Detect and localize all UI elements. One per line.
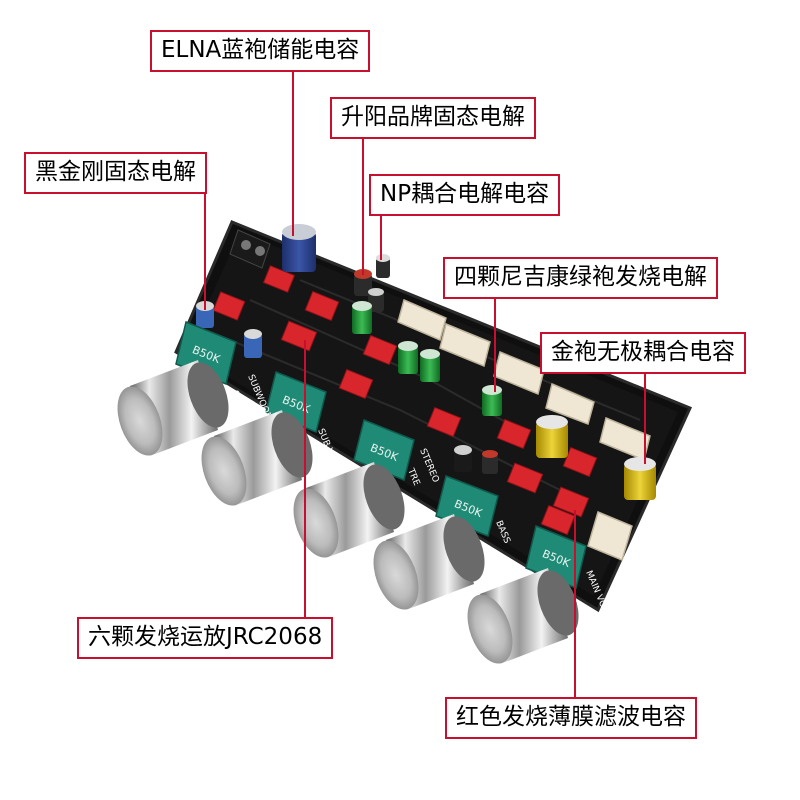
gold-capacitors bbox=[536, 415, 656, 500]
callout-nichicon: 四颗尼吉康绿袍发烧电解 bbox=[443, 257, 718, 299]
callout-opamp: 六颗发烧运放JRC2068 bbox=[77, 617, 334, 659]
solid-capacitors bbox=[196, 254, 498, 474]
knob-2 bbox=[201, 410, 313, 506]
leader-elna bbox=[292, 68, 294, 236]
knob-3 bbox=[293, 462, 405, 558]
callout-heijingang: 黑金刚固态电解 bbox=[24, 152, 207, 194]
leader-np bbox=[380, 212, 382, 260]
knob-4 bbox=[373, 514, 485, 610]
connectors bbox=[397, 298, 651, 562]
power-terminal bbox=[229, 229, 271, 269]
knob-1 bbox=[117, 360, 229, 456]
leader-heijingang bbox=[204, 190, 206, 310]
callout-np: NP耦合电解电容 bbox=[369, 174, 561, 216]
elna-capacitor bbox=[282, 224, 316, 272]
knob-5 bbox=[467, 568, 579, 664]
callout-elna: ELNA蓝袍储能电容 bbox=[150, 30, 371, 72]
callout-jinpao: 金袍无极耦合电容 bbox=[540, 332, 746, 374]
callout-shengyang: 升阳品牌固态电解 bbox=[330, 97, 536, 139]
green-capacitors bbox=[352, 301, 502, 416]
film-capacitors bbox=[212, 265, 598, 536]
leader-nichicon bbox=[494, 296, 496, 392]
leader-opamp bbox=[304, 340, 306, 618]
leader-film bbox=[574, 510, 576, 698]
callout-film: 红色发烧薄膜滤波电容 bbox=[445, 697, 697, 739]
leader-jinpao bbox=[644, 370, 646, 464]
leader-shengyang bbox=[362, 135, 364, 275]
